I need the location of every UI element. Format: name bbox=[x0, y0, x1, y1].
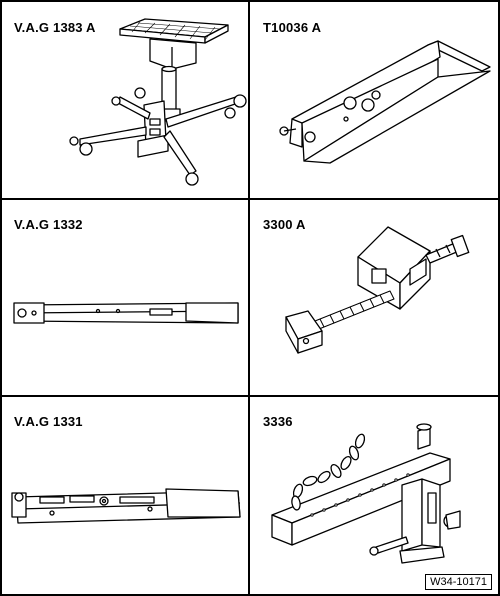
angle-bracket-support-icon bbox=[279, 40, 491, 164]
support-bar-with-chain-icon bbox=[271, 423, 461, 564]
tool-label-3: V.A.G 1332 bbox=[14, 217, 83, 232]
tool-label-5: V.A.G 1331 bbox=[14, 414, 83, 429]
torque-wrench-icon bbox=[13, 302, 239, 324]
reference-number: W34-10171 bbox=[425, 574, 492, 590]
spindle-clamp-icon bbox=[285, 226, 470, 354]
tool-label-4: 3300 A bbox=[263, 217, 306, 232]
torque-wrench-small-icon bbox=[11, 488, 241, 524]
transmission-jack-icon bbox=[69, 18, 247, 186]
tool-label-1: V.A.G 1383 A bbox=[14, 20, 96, 35]
tool-label-2: T10036 A bbox=[263, 20, 322, 35]
tool-label-6: 3336 bbox=[263, 414, 293, 429]
